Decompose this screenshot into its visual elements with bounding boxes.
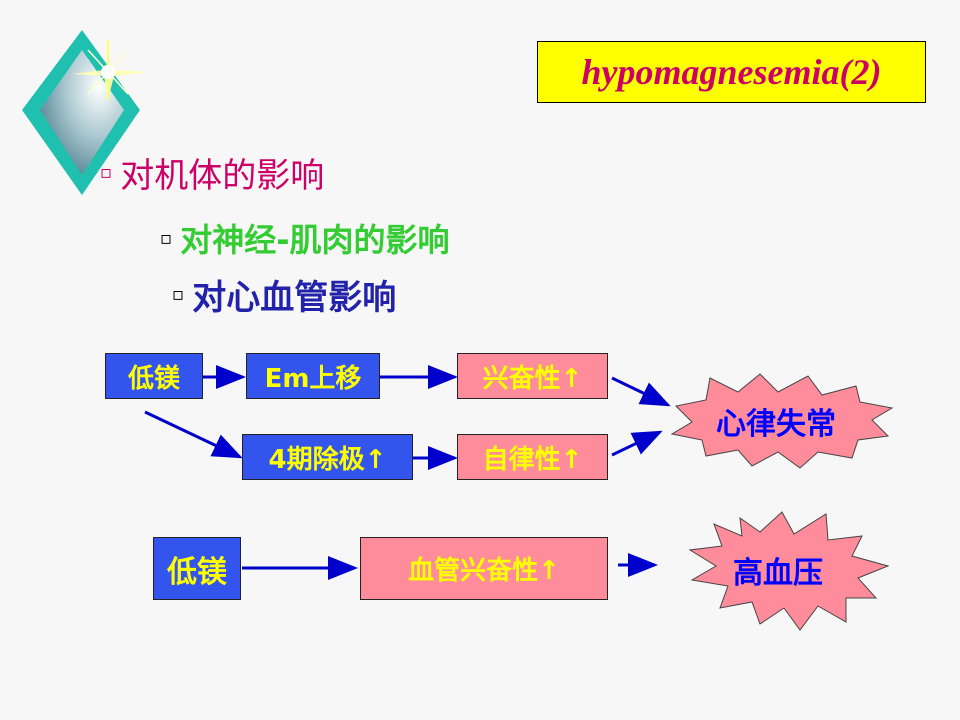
box-phase4-depolarization: 4期除极↑ xyxy=(242,434,413,480)
box-vascular-excitability: 血管兴奋性↑ xyxy=(360,537,608,600)
bullet-level2-cardiovascular: ▫ 对心血管影响 xyxy=(172,270,396,319)
arrow-low-to-phase4 xyxy=(144,410,243,459)
box-em-shift: Em上移 xyxy=(246,353,380,399)
bullet-level2a-text: 对神经-肌肉的影响 xyxy=(180,221,450,259)
square-bullet-icon: ▫ xyxy=(160,227,173,249)
bullet-level2b-text: 对心血管影响 xyxy=(192,278,397,318)
arrow-excitability-to-arrhythmia xyxy=(611,376,671,407)
sparkle-icon xyxy=(72,40,150,100)
bullet-level1: ▫ 对机体的影响 xyxy=(100,148,324,197)
bullet-level2-neuromuscular: ▫ 对神经-肌肉的影响 xyxy=(160,215,450,261)
box-automaticity: 自律性↑ xyxy=(457,434,608,480)
bullet-level1-text: 对机体的影响 xyxy=(120,156,325,196)
label-arrhythmia: 心律失常 xyxy=(716,407,836,442)
starburst-arrhythmia xyxy=(670,373,894,469)
diamond-logo xyxy=(22,30,150,195)
box-low-magnesium-1: 低镁 xyxy=(105,353,203,399)
square-bullet-icon: ▫ xyxy=(172,284,185,305)
arrow-automaticity-to-arrhythmia xyxy=(611,430,663,457)
starburst-hypertension xyxy=(688,511,890,631)
box-low-magnesium-2: 低镁 xyxy=(153,537,241,600)
slide-title: hypomagnesemia(2) xyxy=(537,41,926,103)
box-excitability: 兴奋性↑ xyxy=(457,353,608,399)
label-hypertension: 高血压 xyxy=(733,556,823,591)
square-bullet-icon: ▫ xyxy=(100,162,113,183)
